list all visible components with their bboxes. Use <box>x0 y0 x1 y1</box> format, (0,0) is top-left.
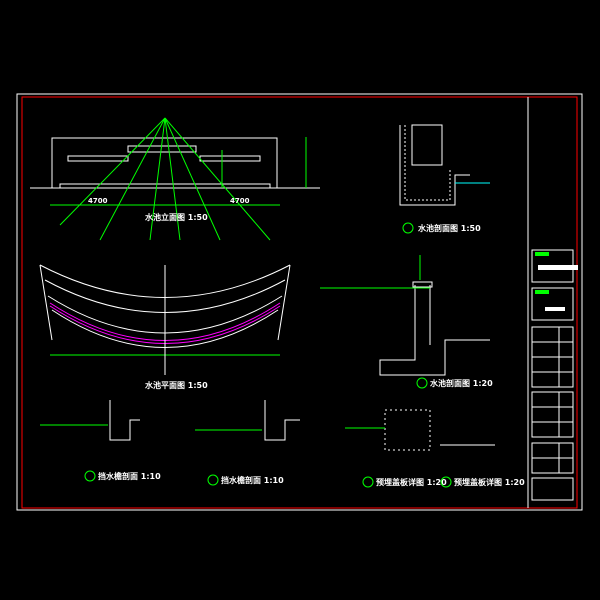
detail-b-c: 预埋盖板详图 1:20 预埋盖板详图 1:20 <box>345 409 525 488</box>
dimension-right: 4700 <box>230 197 250 205</box>
dimension-left: 4700 <box>88 197 108 205</box>
outer-frame <box>16 93 583 511</box>
detail-2: 挡水檐剖面 1:10 <box>40 400 161 482</box>
elevation-view: 4700 4700 水池立面图 1:50 <box>30 117 320 241</box>
view-title-detail-b: 预埋盖板详图 1:20 <box>376 477 447 487</box>
view-title-detail-2: 挡水檐剖面 1:10 <box>98 471 161 481</box>
plan-view: 水池平面图 1:50 <box>39 264 291 390</box>
title-block <box>531 249 578 501</box>
view-title-detail-c: 预埋盖板详图 1:20 <box>454 477 525 487</box>
section-1: 水池剖面图 1:50 <box>399 124 490 234</box>
view-title-elevation: 水池立面图 1:50 <box>144 212 208 222</box>
view-title-plan: 水池平面图 1:50 <box>144 380 208 390</box>
view-title-section-a: 水池剖面图 1:20 <box>429 378 493 388</box>
section-a: 水池剖面图 1:20 <box>320 255 493 389</box>
detail-3: 挡水檐剖面 1:10 <box>195 400 300 486</box>
red-border <box>21 96 578 509</box>
view-title-detail-3: 挡水檐剖面 1:10 <box>221 475 284 485</box>
view-title-section-1: 水池剖面图 1:50 <box>417 223 481 233</box>
